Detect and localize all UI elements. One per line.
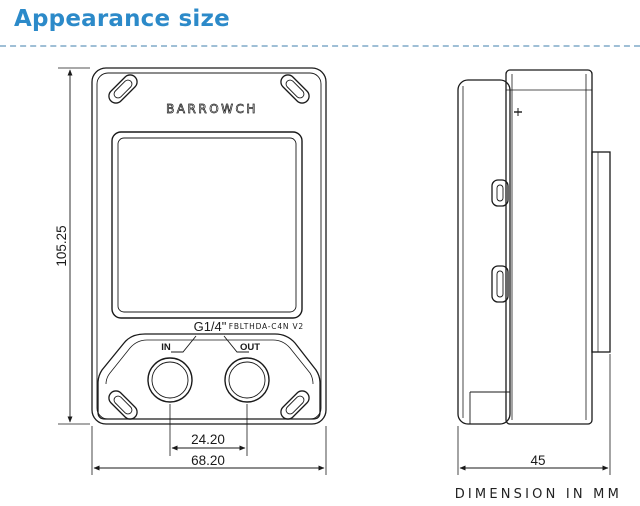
- corner-slot-top-right: [280, 74, 310, 104]
- dim-depth-label: 45: [530, 453, 545, 468]
- usb-c-port-top: [491, 179, 509, 207]
- port-block-edge-right: [147, 339, 314, 385]
- side-backplate: [591, 151, 611, 353]
- screen-inner: [117, 137, 297, 313]
- side-main-body: [505, 69, 593, 425]
- page-title: Appearance size: [14, 6, 230, 32]
- port-in: [147, 357, 193, 403]
- dim-width-label: 68.20: [191, 453, 225, 468]
- port-block-outline: [97, 333, 321, 420]
- usb-c-port-bottom: [491, 265, 509, 303]
- side-view: 45: [457, 69, 611, 475]
- port-in-label: IN: [161, 342, 171, 353]
- screen-outer: [111, 131, 303, 319]
- dim-port-spacing-label: 24.20: [191, 432, 225, 447]
- dim-height-label: 105.25: [54, 225, 69, 266]
- port-block-edge-left: [105, 339, 148, 385]
- front-body-outline: [91, 67, 327, 425]
- port-thread-label: G1/4": [194, 319, 227, 334]
- corner-slot-bottom-left: [108, 390, 138, 420]
- front-body-inner-edge: [96, 72, 322, 420]
- front-view: BARROWCH FBLTHDA-C4N V2 G1/4" IN OUT: [54, 67, 327, 475]
- brand-text: BARROWCH: [166, 102, 258, 116]
- corner-slot-top-left: [108, 74, 138, 104]
- thread-leader-out: [223, 335, 249, 353]
- side-bottom-step: [469, 391, 510, 424]
- side-left-cap: [457, 79, 511, 425]
- title-divider: [0, 45, 640, 47]
- thread-leader-in: [171, 335, 197, 353]
- units-note: DIMENSION IN MM: [454, 487, 622, 502]
- corner-slot-bottom-right: [280, 390, 310, 420]
- port-out-label: OUT: [240, 342, 260, 353]
- model-text: FBLTHDA-C4N V2: [229, 322, 304, 331]
- port-out: [224, 357, 270, 403]
